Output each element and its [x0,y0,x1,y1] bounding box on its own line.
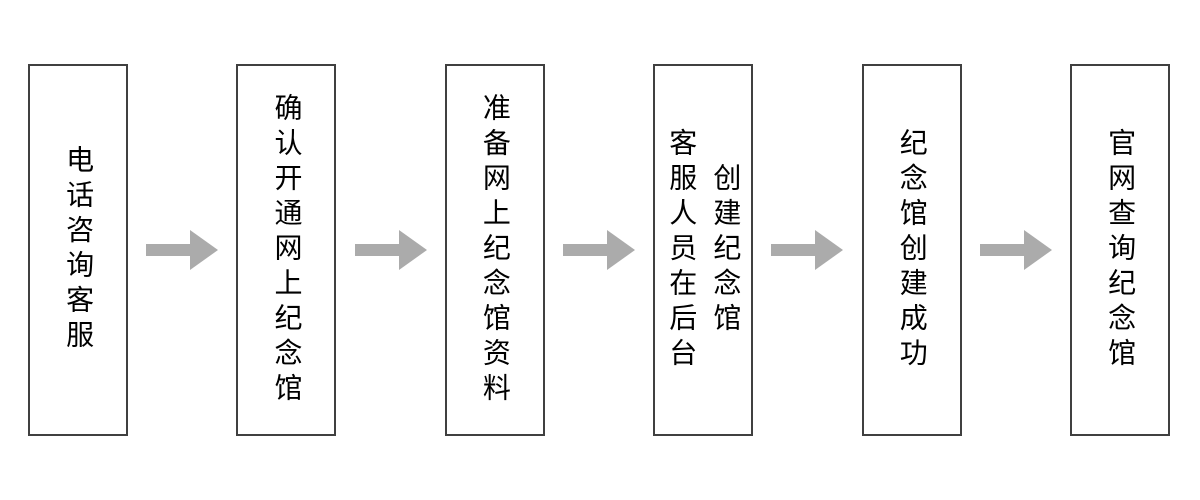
right-arrow-icon [354,230,427,270]
flow-step-label: 官网查询纪念馆 [1105,127,1137,373]
flow-connector [128,230,236,270]
flow-connector [545,230,653,270]
flow-step-1: 电话咨询客服 [28,64,128,436]
flow-step-label: 纪念馆创建成功 [896,127,928,373]
flow-step-4: 客服人员在后台创建纪念馆 [653,64,754,436]
flow-step-label: 确认开通网上纪念馆 [271,92,303,408]
right-arrow-icon [146,230,219,270]
flow-step-label: 电话咨询客服 [63,145,95,355]
flow-step-5: 纪念馆创建成功 [861,64,962,436]
flow-step-6: 官网查询纪念馆 [1070,64,1171,436]
right-arrow-icon [563,230,636,270]
flow-connector [962,230,1070,270]
flow-step-label: 准备网上纪念馆资料 [479,92,511,408]
flow-step-label: 创建纪念馆 [710,162,742,338]
flow-step-3: 准备网上纪念馆资料 [444,64,545,436]
flow-step-2: 确认开通网上纪念馆 [236,64,337,436]
right-arrow-icon [771,230,844,270]
right-arrow-icon [979,230,1052,270]
flow-connector [753,230,861,270]
flow-connector [336,230,444,270]
flow-step-label: 客服人员在后台 [666,127,698,373]
